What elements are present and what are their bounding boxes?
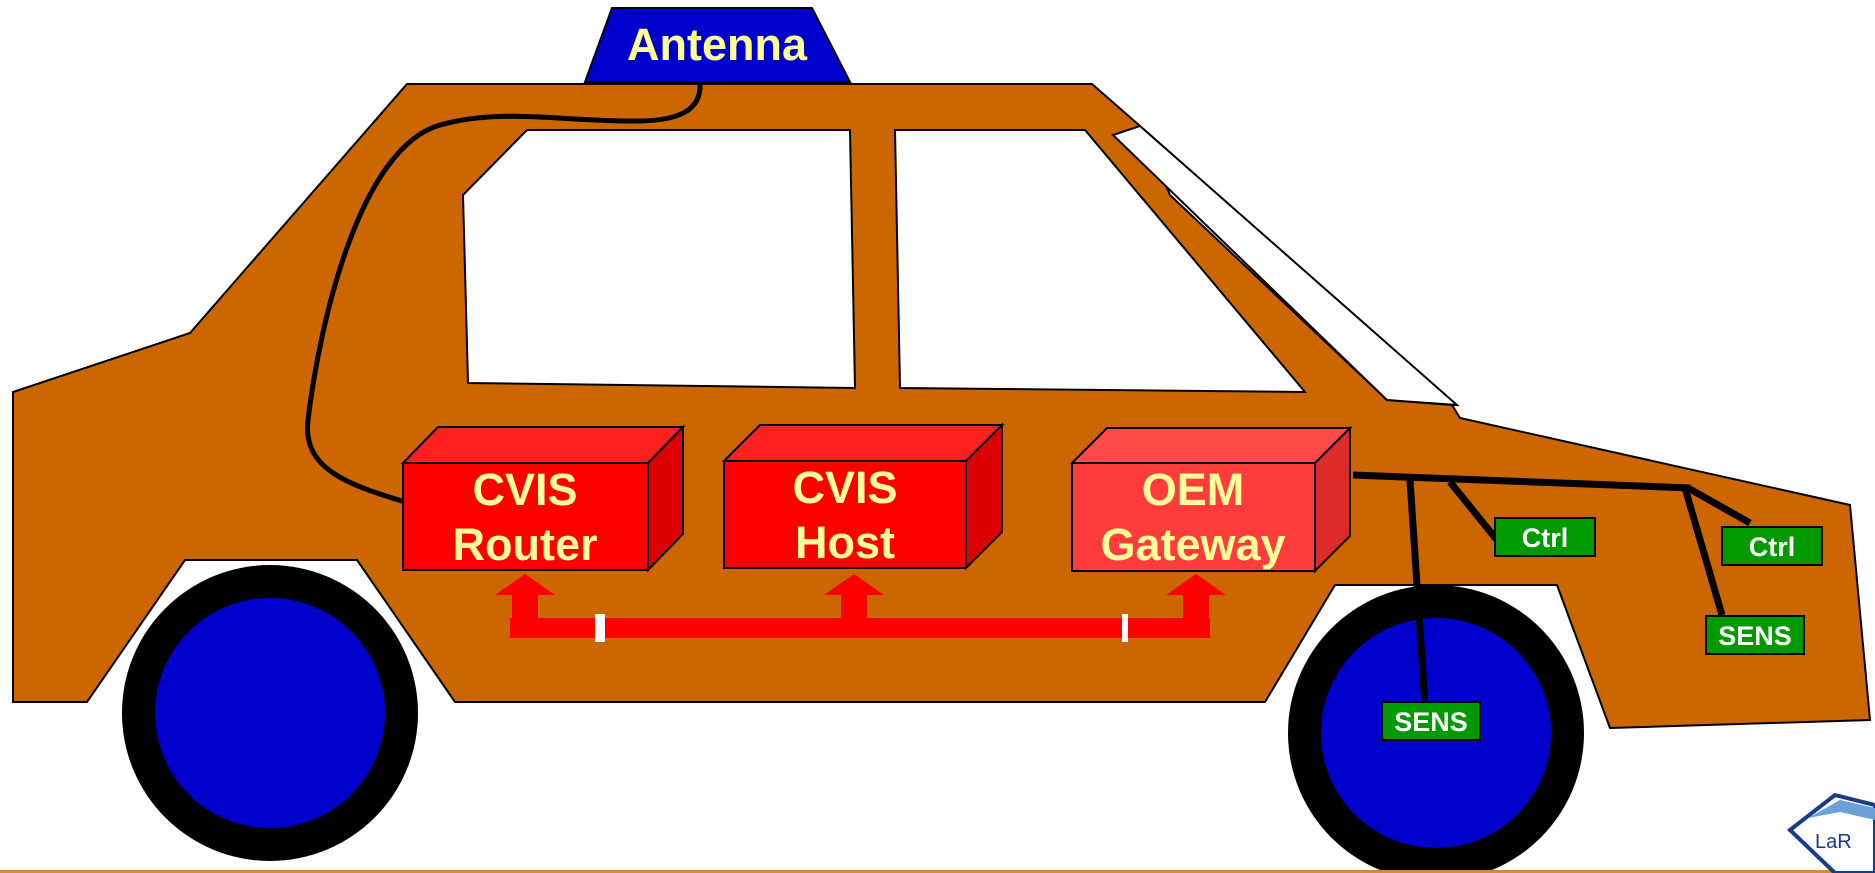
front-window — [893, 129, 1308, 394]
rear-window — [461, 129, 857, 390]
oem-gateway-label-line2: Gateway — [1100, 519, 1285, 570]
ctrl-front-label: Ctrl — [1522, 523, 1569, 553]
bottom-rule — [0, 870, 1875, 873]
ctrl-front-tag: Ctrl — [1494, 517, 1596, 557]
lar-logo: LaR — [1786, 792, 1875, 873]
sens-wheel-tag: SENS — [1381, 701, 1481, 741]
ctrl-rear-label: Ctrl — [1749, 532, 1796, 562]
router-arrow-head — [495, 574, 555, 595]
bus-wire-ctrl-front — [1447, 479, 1500, 543]
bus-wire-ctrl-rear — [1686, 484, 1752, 527]
cvis-router-label-line2: Router — [453, 519, 598, 570]
sens-engine-tag: SENS — [1705, 615, 1805, 655]
host-arrow-head — [824, 574, 884, 595]
vehicle-bus-wiring — [1352, 471, 1752, 706]
ctrl-rear-tag: Ctrl — [1721, 526, 1823, 566]
antenna-label: Antenna — [627, 19, 808, 70]
bus-arrows — [495, 574, 1226, 642]
sens-wheel-label: SENS — [1394, 707, 1468, 737]
antenna-cable — [305, 81, 703, 505]
rear-wheel-hub — [155, 598, 385, 828]
cvis-host-label-line2: Host — [795, 517, 895, 568]
bus-wire-sens-rear — [1681, 487, 1726, 616]
sens-engine-label: SENS — [1718, 621, 1792, 651]
cvis-router-label-line1: CVIS — [472, 464, 577, 515]
host-arrow-stem — [841, 590, 867, 630]
cvis-host-unit: CVIS Host — [721, 422, 1005, 571]
gateway-arrow-head — [1166, 574, 1226, 595]
antenna-shape — [583, 7, 852, 83]
oem-gateway-unit: OEM Gateway — [1069, 425, 1353, 574]
bus-wire-main — [1352, 471, 1691, 492]
antenna: Antenna — [583, 7, 852, 83]
lar-logo-text: LaR — [1815, 831, 1852, 853]
cvis-router-unit: CVIS Router — [400, 424, 686, 573]
cvis-host-label-line1: CVIS — [792, 462, 897, 513]
oem-gateway-label-line1: OEM — [1142, 464, 1245, 515]
rear-wheel — [122, 565, 418, 861]
windshield — [1111, 124, 1460, 407]
bus-wire-wheel-sens — [1406, 479, 1429, 706]
gateway-arrow-stem — [1183, 590, 1209, 638]
router-arrow-stem — [512, 590, 538, 630]
